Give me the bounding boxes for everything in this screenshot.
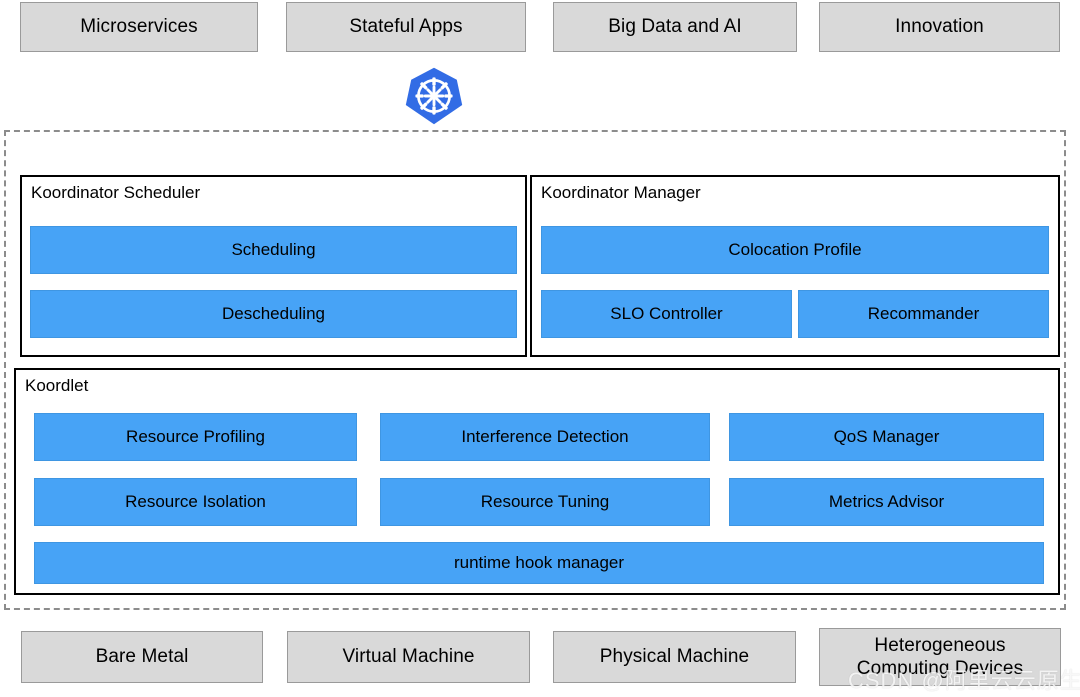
infrastructure-tile-label: Physical Machine xyxy=(599,646,750,668)
chip-label: Interference Detection xyxy=(461,427,629,446)
workload-tile-stateful-apps: Stateful Apps xyxy=(286,2,526,52)
chip-scheduling[interactable]: Scheduling xyxy=(30,226,517,274)
koordinator-manager-title: Koordinator Manager xyxy=(541,183,701,202)
infrastructure-tile-label: Virtual Machine xyxy=(342,646,475,668)
infrastructure-tile-label: Heterogeneous Computing Devices xyxy=(856,634,1024,679)
chip-interference-detection[interactable]: Interference Detection xyxy=(380,413,710,461)
koordlet-panel: Koordlet Resource Profiling Interference… xyxy=(14,368,1060,595)
koordinator-region xyxy=(4,130,1066,610)
chip-slo-controller[interactable]: SLO Controller xyxy=(541,290,792,338)
koordlet-title: Koordlet xyxy=(25,376,89,395)
chip-metrics-advisor[interactable]: Metrics Advisor xyxy=(729,478,1044,526)
infrastructure-tile-label: Bare Metal xyxy=(95,646,189,668)
workload-tile-label: Stateful Apps xyxy=(349,16,463,38)
workload-tile-big-data-and-ai: Big Data and AI xyxy=(553,2,797,52)
chip-colocation-profile[interactable]: Colocation Profile xyxy=(541,226,1049,274)
koordinator-scheduler-title: Koordinator Scheduler xyxy=(31,183,201,202)
chip-label: QoS Manager xyxy=(833,427,940,446)
chip-resource-profiling[interactable]: Resource Profiling xyxy=(34,413,357,461)
infrastructure-tile-physical-machine: Physical Machine xyxy=(553,631,796,683)
chip-label: Resource Tuning xyxy=(480,492,610,511)
chip-recommander[interactable]: Recommander xyxy=(798,290,1049,338)
kubernetes-logo xyxy=(404,66,464,126)
chip-label: Resource Isolation xyxy=(125,492,266,511)
infrastructure-tile-bare-metal: Bare Metal xyxy=(21,631,263,683)
workload-tile-label: Innovation xyxy=(895,16,984,38)
chip-label: Descheduling xyxy=(221,304,325,323)
infrastructure-tile-heterogeneous-computing-devices: Heterogeneous Computing Devices xyxy=(819,628,1061,686)
workload-tile-innovation: Innovation xyxy=(819,2,1060,52)
koordinator-scheduler-panel: Koordinator Scheduler Scheduling Desched… xyxy=(20,175,527,357)
chip-label: Colocation Profile xyxy=(728,240,862,259)
chip-qos-manager[interactable]: QoS Manager xyxy=(729,413,1044,461)
workload-tile-label: Big Data and AI xyxy=(608,16,742,38)
chip-resource-tuning[interactable]: Resource Tuning xyxy=(380,478,710,526)
koordinator-manager-panel: Koordinator Manager Colocation Profile S… xyxy=(530,175,1060,357)
workload-tile-microservices: Microservices xyxy=(20,2,258,52)
chip-descheduling[interactable]: Descheduling xyxy=(30,290,517,338)
chip-label: Metrics Advisor xyxy=(828,492,945,511)
chip-label: Recommander xyxy=(867,304,980,323)
workload-tile-label: Microservices xyxy=(80,16,198,38)
chip-label: Scheduling xyxy=(231,240,316,259)
chip-label: runtime hook manager xyxy=(453,553,625,572)
chip-resource-isolation[interactable]: Resource Isolation xyxy=(34,478,357,526)
chip-label: SLO Controller xyxy=(610,304,723,323)
chip-runtime-hook-manager[interactable]: runtime hook manager xyxy=(34,542,1044,584)
infrastructure-tile-virtual-machine: Virtual Machine xyxy=(287,631,530,683)
chip-label: Resource Profiling xyxy=(126,427,265,446)
